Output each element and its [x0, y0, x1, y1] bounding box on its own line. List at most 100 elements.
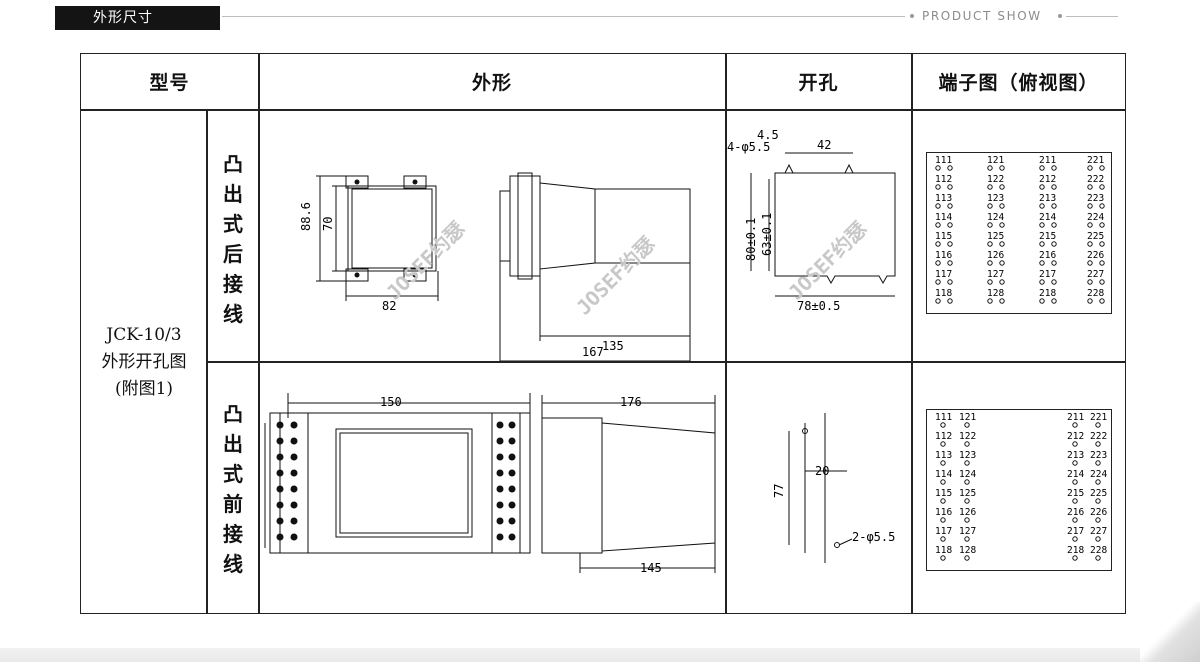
terminal-contact: [1095, 555, 1101, 561]
terminal-contact: [940, 536, 946, 542]
terminal-contact: [1039, 298, 1045, 304]
terminal-number: 122: [987, 174, 1004, 185]
svg-text:78±0.5: 78±0.5: [797, 299, 840, 313]
terminal-number: 216: [1067, 507, 1084, 518]
terminal-contact: [1087, 184, 1093, 190]
model-cell: JCK-10/3 外形开孔图 (附图1): [81, 110, 207, 614]
terminal-contact: [1099, 298, 1105, 304]
terminal-contact: [964, 517, 970, 523]
header-divider-right: [1066, 16, 1118, 17]
terminal-contact: [947, 184, 953, 190]
terminal-contact: [1051, 298, 1057, 304]
terminal-screw: [290, 421, 298, 429]
terminal-contact: [1051, 165, 1057, 171]
terminal-screw: [496, 501, 504, 509]
terminal-number: 212: [1067, 431, 1084, 442]
terminal-screw: [508, 469, 516, 477]
terminal-contact: [1039, 203, 1045, 209]
terminal-number: 214: [1067, 469, 1084, 480]
terminal-contact: [1087, 203, 1093, 209]
row2-label: 凸出式 前接线: [223, 402, 243, 576]
terminal-contact: [999, 184, 1005, 190]
terminal-number: 115: [935, 488, 952, 499]
terminal-contact: [1099, 184, 1105, 190]
header-model: 型号: [149, 72, 190, 94]
terminal-contact: [947, 165, 953, 171]
terminal-number: 121: [959, 412, 976, 423]
svg-text:2-φ5.5: 2-φ5.5: [852, 530, 895, 544]
terminal-contact: [999, 165, 1005, 171]
bottom-shadow: [0, 648, 1200, 662]
terminal-number: 116: [935, 250, 952, 261]
terminal-contact: [1072, 479, 1078, 485]
terminal-number: 223: [1087, 193, 1104, 204]
terminal-number: 221: [1090, 412, 1107, 423]
terminal-contact: [940, 460, 946, 466]
terminal-contact: [1099, 165, 1105, 171]
terminal-number: 125: [959, 488, 976, 499]
terminal-contact: [1072, 536, 1078, 542]
svg-text:176: 176: [620, 395, 642, 409]
terminal-contact: [1051, 279, 1057, 285]
terminal-contact: [935, 298, 941, 304]
terminal-contact: [1087, 241, 1093, 247]
row2-terminal-dots: [276, 421, 516, 541]
terminal-number: 124: [987, 212, 1004, 223]
terminal-contact: [1039, 279, 1045, 285]
terminal-contact: [964, 460, 970, 466]
terminal-contact: [935, 279, 941, 285]
terminal-screw: [276, 533, 284, 541]
terminal-contact: [1099, 241, 1105, 247]
terminal-screw: [508, 485, 516, 493]
terminal-screw: [508, 421, 516, 429]
terminal-screw: [508, 437, 516, 445]
terminal-contact: [1095, 517, 1101, 523]
terminal-contact: [1087, 165, 1093, 171]
terminal-contact: [987, 241, 993, 247]
terminal-screw: [508, 453, 516, 461]
terminal-contact: [1099, 279, 1105, 285]
terminal-contact: [1039, 222, 1045, 228]
terminal-contact: [935, 184, 941, 190]
terminal-contact: [987, 298, 993, 304]
terminal-number: 217: [1039, 269, 1056, 280]
terminal-number: 111: [935, 412, 952, 423]
terminal-screw: [496, 485, 504, 493]
terminal-contact: [1095, 479, 1101, 485]
svg-text:167: 167: [582, 345, 604, 359]
terminal-number: 222: [1090, 431, 1107, 442]
terminal-number: 226: [1087, 250, 1104, 261]
terminal-number: 126: [987, 250, 1004, 261]
terminal-number: 226: [1090, 507, 1107, 518]
terminal-number: 116: [935, 507, 952, 518]
terminal-number: 228: [1090, 545, 1107, 556]
terminal-screw: [508, 533, 516, 541]
terminal-number: 213: [1039, 193, 1056, 204]
terminal-contact: [947, 203, 953, 209]
terminal-screw: [290, 517, 298, 525]
terminal-contact: [987, 260, 993, 266]
terminal-contact: [964, 441, 970, 447]
terminal-number: 224: [1090, 469, 1107, 480]
terminal-contact: [964, 536, 970, 542]
terminal-number: 127: [959, 526, 976, 537]
terminal-screw: [496, 533, 504, 541]
terminal-contact: [999, 222, 1005, 228]
terminal-number: 122: [959, 431, 976, 442]
terminal-number: 118: [935, 288, 952, 299]
terminal-number: 218: [1039, 288, 1056, 299]
model-name: JCK-10/3: [106, 324, 182, 345]
terminal-contact: [940, 479, 946, 485]
terminal-number: 225: [1087, 231, 1104, 242]
terminal-number: 218: [1067, 545, 1084, 556]
terminal-number: 121: [987, 155, 1004, 166]
terminal-contact: [940, 517, 946, 523]
terminal-number: 212: [1039, 174, 1056, 185]
terminal-contact: [999, 241, 1005, 247]
terminal-number: 112: [935, 431, 952, 442]
terminal-contact: [1072, 460, 1078, 466]
terminal-contact: [987, 279, 993, 285]
terminal-contact: [987, 203, 993, 209]
header-dot-left: [910, 14, 914, 18]
terminal-contact: [1087, 298, 1093, 304]
